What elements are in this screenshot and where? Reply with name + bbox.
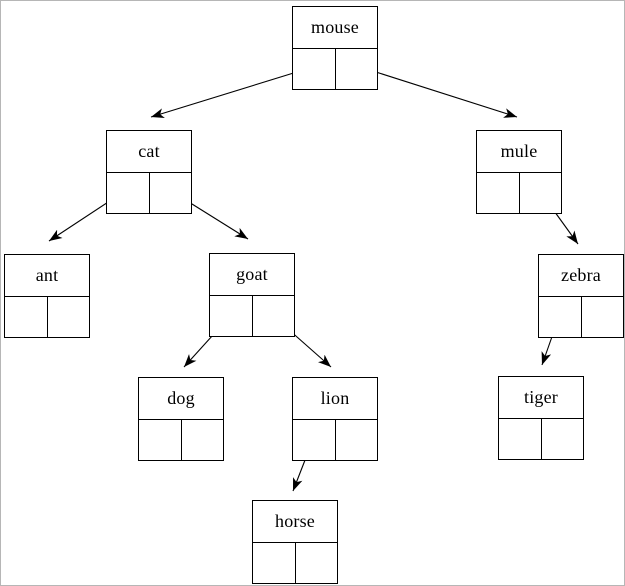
- left-pointer-cell: [293, 420, 336, 460]
- node-label: dog: [139, 378, 223, 420]
- left-pointer-cell: [539, 297, 582, 337]
- right-pointer-cell: [581, 297, 623, 337]
- node-pointer-cells: [499, 419, 583, 459]
- right-pointer-cell: [335, 49, 377, 89]
- right-pointer-cell: [541, 419, 583, 459]
- node-pointer-cells: [293, 49, 377, 89]
- node-pointer-cells: [253, 543, 337, 583]
- node-pointer-cells: [477, 173, 561, 213]
- node-label: cat: [107, 131, 191, 173]
- node-label: mule: [477, 131, 561, 173]
- left-pointer-cell: [293, 49, 336, 89]
- node-label: lion: [293, 378, 377, 420]
- right-pointer-cell: [149, 173, 191, 213]
- left-pointer-cell: [139, 420, 182, 460]
- right-pointer-cell: [252, 296, 294, 336]
- tree-node-goat: goat: [209, 253, 295, 337]
- left-pointer-cell: [253, 543, 296, 583]
- node-label: ant: [5, 255, 89, 297]
- node-pointer-cells: [5, 297, 89, 337]
- right-pointer-cell: [181, 420, 223, 460]
- left-pointer-cell: [5, 297, 48, 337]
- tree-node-lion: lion: [292, 377, 378, 461]
- node-label: horse: [253, 501, 337, 543]
- node-label: goat: [210, 254, 294, 296]
- left-pointer-cell: [499, 419, 542, 459]
- edge-mouse-left-cat: [150, 66, 314, 118]
- right-pointer-cell: [295, 543, 337, 583]
- tree-node-dog: dog: [138, 377, 224, 461]
- left-pointer-cell: [210, 296, 253, 336]
- right-pointer-cell: [519, 173, 561, 213]
- node-pointer-cells: [293, 420, 377, 460]
- tree-node-horse: horse: [252, 500, 338, 584]
- node-pointer-cells: [210, 296, 294, 336]
- tree-node-zebra: zebra: [538, 254, 624, 338]
- tree-node-tiger: tiger: [498, 376, 584, 460]
- node-pointer-cells: [107, 173, 191, 213]
- right-pointer-cell: [335, 420, 377, 460]
- tree-node-mouse: mouse: [292, 6, 378, 90]
- tree-node-mule: mule: [476, 130, 562, 214]
- node-label: mouse: [293, 7, 377, 49]
- node-pointer-cells: [139, 420, 223, 460]
- right-pointer-cell: [47, 297, 89, 337]
- node-label: zebra: [539, 255, 623, 297]
- node-label: tiger: [499, 377, 583, 419]
- node-pointer-cells: [539, 297, 623, 337]
- tree-node-ant: ant: [4, 254, 90, 338]
- edge-mouse-right-mule: [353, 64, 518, 118]
- tree-node-cat: cat: [106, 130, 192, 214]
- left-pointer-cell: [477, 173, 520, 213]
- left-pointer-cell: [107, 173, 150, 213]
